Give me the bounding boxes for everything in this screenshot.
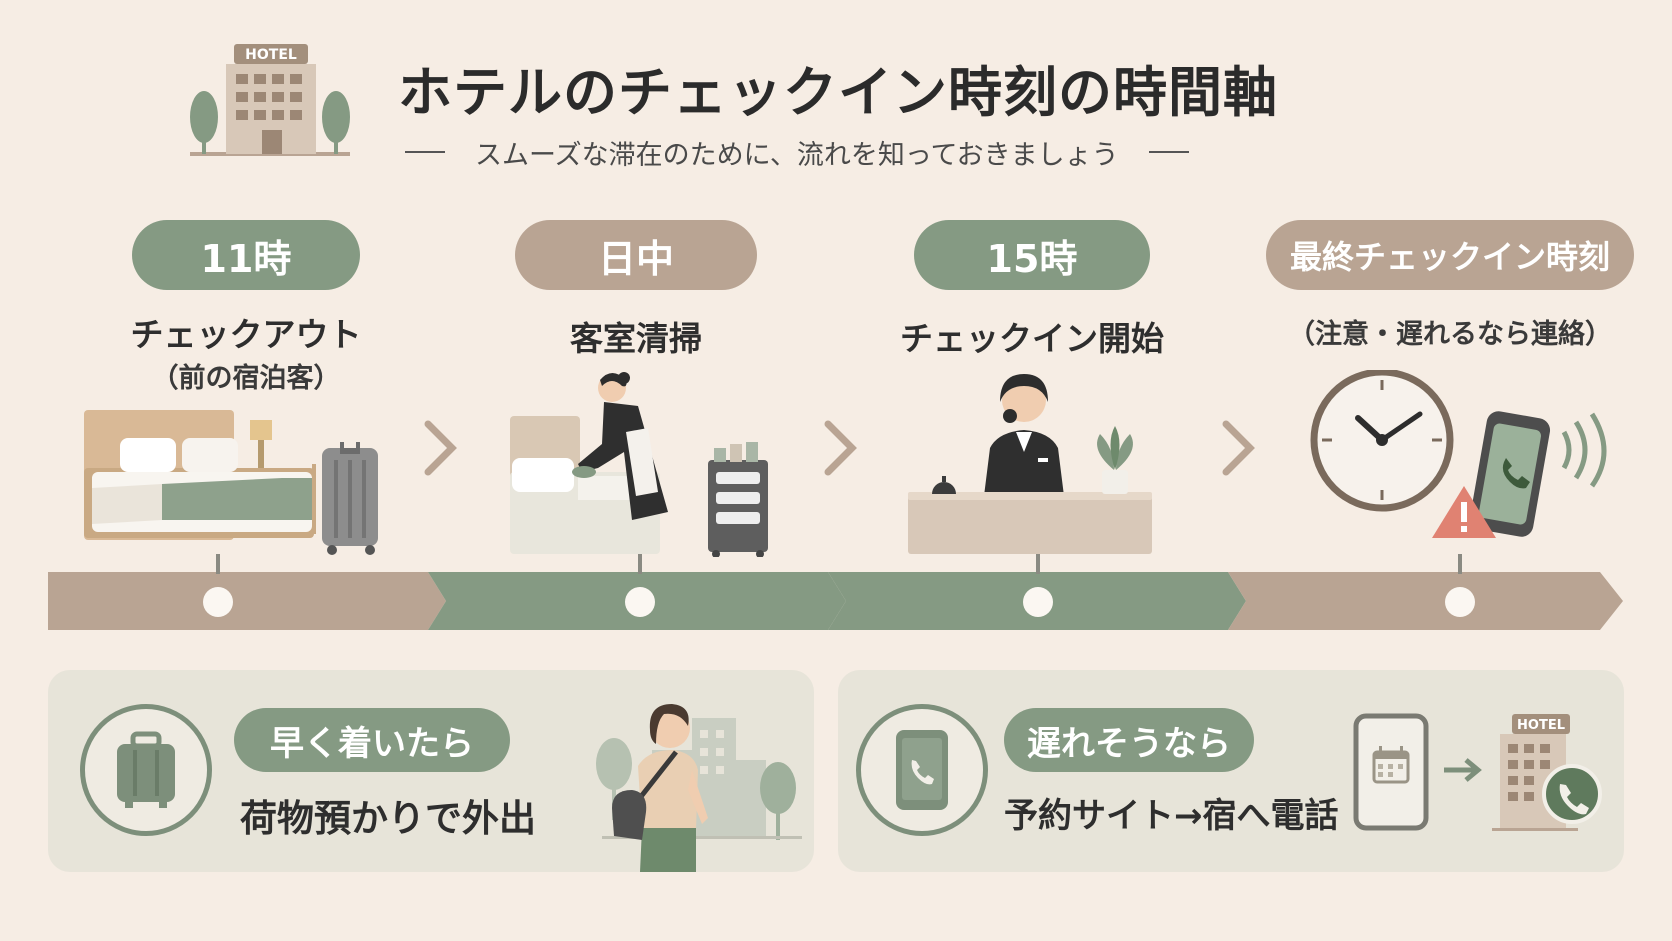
chevron-right-icon <box>1222 420 1255 476</box>
suitcase-icon <box>80 704 212 836</box>
hotel-sign-text: HOTEL <box>1517 718 1565 733</box>
timeline-dot <box>625 587 655 617</box>
timeline-segment <box>48 572 446 630</box>
arrow-right-icon <box>1444 758 1482 782</box>
subtitle-text: スムーズな滞在のために、流れを知っておきましょう <box>475 139 1119 171</box>
step-title: 客室清掃 <box>570 319 702 358</box>
page-subtitle: スムーズな滞在のために、流れを知っておきましょう <box>405 132 1305 172</box>
subtitle-dash-left <box>405 151 445 153</box>
phone-call-icon <box>1542 764 1602 824</box>
timeline-dot <box>203 587 233 617</box>
tip-label-pill: 遅れそうなら <box>1004 708 1254 772</box>
step-note: （注意・遅れるなら連絡） <box>1288 319 1612 350</box>
step-time-pill: 11時 <box>132 220 360 290</box>
reception-illustration <box>908 374 1152 554</box>
chevron-right-icon <box>424 420 457 476</box>
step-time-pill: 最終チェックイン時刻 <box>1266 220 1634 290</box>
phone-icon <box>856 704 988 836</box>
step-note: （前の宿泊客） <box>151 363 341 394</box>
walking-woman-illustration <box>596 704 802 872</box>
subtitle-dash-right <box>1148 151 1189 153</box>
tip-text: 予約サイト→宿へ電話 <box>1004 796 1339 836</box>
timeline-dot <box>1023 587 1053 617</box>
room-cleaning-illustration <box>510 372 768 557</box>
timeline-bar <box>48 554 1623 630</box>
tip-label-pill: 早く着いたら <box>234 708 510 772</box>
clock-phone-illustration <box>1310 370 1607 538</box>
tip-text: 荷物預かりで外出 <box>240 797 536 840</box>
page-title: ホテルのチェックイン時刻の時間軸 <box>398 61 1278 124</box>
timeline-segment <box>1228 572 1623 630</box>
timeline-dot <box>1445 587 1475 617</box>
hotel-sign-text: HOTEL <box>245 47 297 63</box>
calendar-to-hotel-call-illustration: HOTEL <box>1353 713 1602 831</box>
step-title: チェックイン開始 <box>900 319 1164 358</box>
step-time-pill: 日中 <box>515 220 757 290</box>
hotel-logo-icon: HOTEL <box>190 44 350 156</box>
bed-suitcase-illustration <box>84 410 378 555</box>
step-title: チェックアウト <box>130 315 362 354</box>
chevron-right-icon <box>824 420 857 476</box>
step-time-pill: 15時 <box>914 220 1150 290</box>
